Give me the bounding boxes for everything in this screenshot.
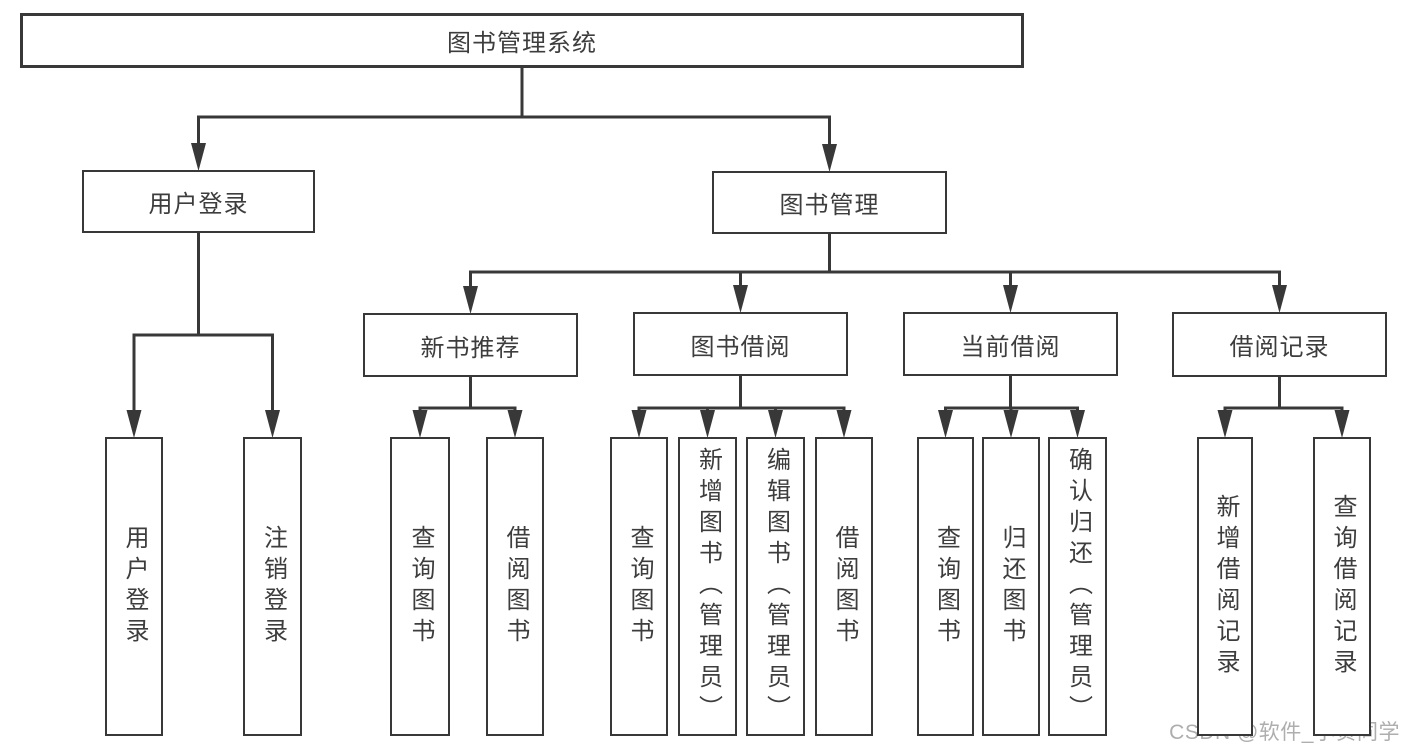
node-label: 编辑图书（管理员） — [762, 447, 790, 726]
node-new-book-recommend: 新书推荐 — [363, 313, 578, 377]
node-book-borrowing: 图书借阅 — [633, 312, 848, 376]
node-label: 当前借阅 — [960, 333, 1061, 361]
node-nb-query-books: 查询图书 — [390, 437, 450, 736]
node-label: 确认归还（管理员） — [1064, 447, 1092, 726]
node-cb-query-books: 查询图书 — [917, 437, 974, 736]
node-bb-edit-books: 编辑图书（管理员） — [746, 437, 805, 736]
node-cb-confirm-return: 确认归还（管理员） — [1048, 437, 1107, 736]
node-label: 注销登录 — [259, 524, 287, 649]
arrowhead-icon — [1334, 410, 1350, 438]
arrowhead-icon — [412, 410, 428, 438]
node-bb-add-books: 新增图书（管理员） — [678, 437, 737, 736]
arrowhead-icon — [700, 410, 715, 438]
arrowhead-icon — [1070, 410, 1085, 438]
node-label: 图书借阅 — [690, 333, 791, 361]
node-label: 新书推荐 — [420, 334, 521, 362]
arrowhead-icon — [1003, 285, 1018, 313]
arrowhead-icon — [463, 286, 478, 314]
arrowhead-icon — [822, 144, 837, 172]
arrowhead-icon — [938, 410, 953, 438]
node-label: 借阅记录 — [1229, 334, 1330, 361]
node-label: 借阅图书 — [502, 524, 529, 649]
node-label: 图书管理 — [779, 192, 880, 219]
arrowhead-icon — [507, 410, 523, 438]
node-book-management: 图书管理 — [712, 171, 947, 234]
node-br-query-record: 查询借阅记录 — [1313, 437, 1371, 736]
node-label: 查询借阅记录 — [1329, 493, 1356, 680]
node-label: 新增图书（管理员） — [694, 447, 722, 726]
node-borrowing-records: 借阅记录 — [1172, 312, 1387, 377]
arrowhead-icon — [191, 143, 206, 171]
node-label: 查询图书 — [932, 524, 960, 649]
node-current-borrowing: 当前借阅 — [903, 312, 1118, 376]
node-bb-borrow-books: 借阅图书 — [815, 437, 873, 736]
arrowhead-icon — [126, 410, 142, 438]
arrowhead-icon — [631, 410, 647, 438]
node-bb-query-books: 查询图书 — [610, 437, 668, 736]
node-label: 图书管理系统 — [447, 30, 597, 57]
arrowhead-icon — [836, 410, 852, 438]
arrowhead-icon — [1217, 410, 1233, 438]
node-user-login: 用户登录 — [82, 170, 315, 233]
node-library-management-system: 图书管理系统 — [20, 13, 1024, 68]
node-label: 借阅图书 — [831, 524, 858, 649]
node-label: 查询图书 — [407, 524, 434, 649]
arrowhead-icon — [768, 410, 783, 438]
node-cb-return-books: 归还图书 — [982, 437, 1040, 736]
node-label: 用户登录 — [148, 191, 249, 218]
node-label: 归还图书 — [998, 524, 1025, 649]
node-label: 新增借阅记录 — [1212, 493, 1239, 680]
node-br-add-record: 新增借阅记录 — [1197, 437, 1253, 736]
node-user-login-action: 用户登录 — [105, 437, 163, 736]
arrowhead-icon — [265, 410, 280, 438]
node-label: 用户登录 — [121, 524, 148, 649]
arrowhead-icon — [733, 285, 748, 313]
node-logout: 注销登录 — [243, 437, 302, 736]
arrowhead-icon — [1003, 410, 1019, 438]
node-nb-borrow-books: 借阅图书 — [486, 437, 544, 736]
arrowhead-icon — [1272, 285, 1287, 313]
node-label: 查询图书 — [626, 524, 653, 649]
